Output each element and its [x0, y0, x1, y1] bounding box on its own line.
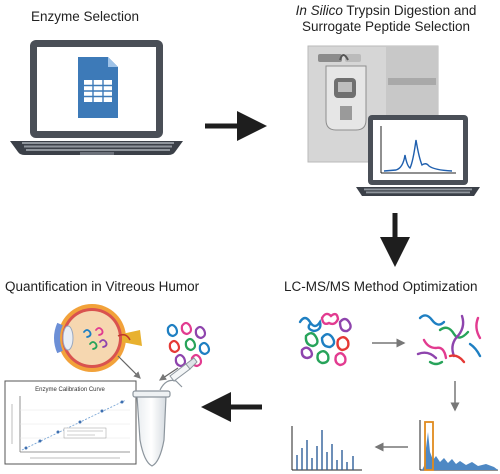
arrow-enzyme: [159, 367, 179, 381]
eye-cross-section-icon: [54, 304, 142, 372]
laptop-icon: [356, 115, 480, 196]
step-enzyme-selection-label: Enzyme Selection: [31, 9, 140, 24]
digestion-line1-text: Trypsin Digestion and: [342, 3, 477, 18]
arrow-sample: [117, 355, 141, 379]
chromatogram-chart: [419, 420, 498, 471]
spreadsheet-document-icon: [78, 57, 118, 118]
pipette-icon: [169, 357, 198, 382]
step-quantification-label: Quantification in Vitreous Humor: [5, 279, 200, 294]
step-lcms-label: LC-MS/MS Method Optimization: [284, 279, 478, 294]
calibration-chart-title: Enzyme Calibration Curve: [35, 387, 105, 393]
enzyme-proteins-icon: [166, 321, 211, 368]
step-digestion-label: In Silico Trypsin Digestion and Surrogat…: [276, 3, 496, 35]
ms-spectrum-chart: [291, 426, 362, 471]
in-silico-text: In Silico: [295, 3, 343, 18]
peptides-icon: [416, 314, 482, 366]
digestion-line2-text: Surrogate Peptide Selection: [301, 19, 471, 34]
calibration-chart: Enzyme Calibration Curve: [4, 380, 137, 465]
microcentrifuge-tube-icon: [132, 379, 183, 467]
folded-proteins-icon: [298, 312, 352, 367]
